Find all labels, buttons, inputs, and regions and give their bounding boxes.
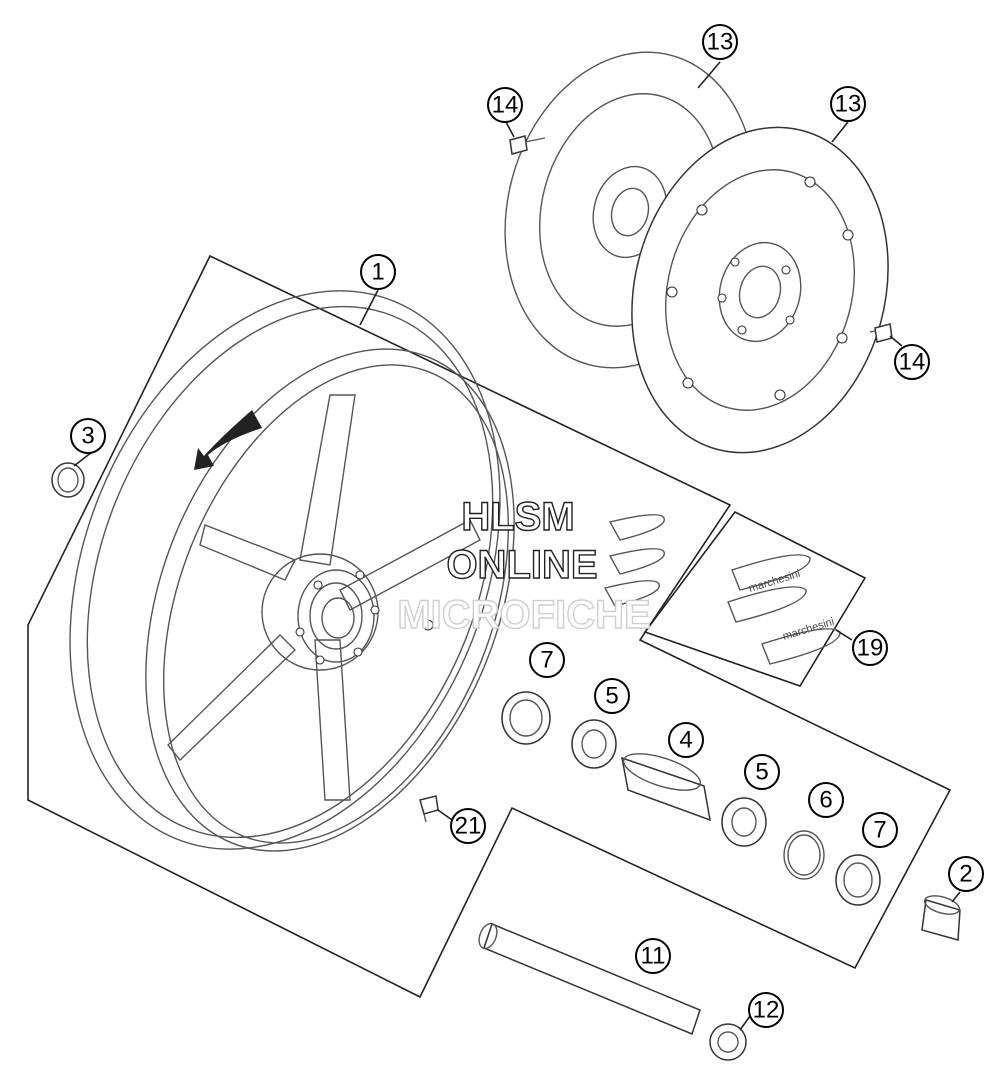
callout-12: 12 <box>748 992 784 1028</box>
callout-3: 3 <box>70 418 106 454</box>
callout-21: 21 <box>450 808 486 844</box>
callout-14-bottom-label: 14 <box>899 349 926 376</box>
callout-4-label: 4 <box>679 727 692 754</box>
callout-11-label: 11 <box>641 943 666 970</box>
callout-7-right: 7 <box>862 812 898 848</box>
callout-13-front-label: 13 <box>835 91 862 118</box>
wheel-assembly-outline <box>27 254 952 999</box>
bearing-5-right <box>721 797 767 847</box>
callout-2-label: 2 <box>959 861 972 888</box>
axle-11 <box>478 922 701 1036</box>
decal-kit-outline <box>643 510 867 687</box>
callout-12-label: 12 <box>753 997 780 1024</box>
callout-2: 2 <box>948 856 984 892</box>
callout-14-bottom: 14 <box>894 344 930 380</box>
callout-13-rear: 13 <box>702 24 738 60</box>
callout-5-left: 5 <box>594 678 630 714</box>
decal-kit: marchesini marchesini <box>603 514 841 665</box>
callout-19: 19 <box>852 630 888 666</box>
callout-5-right-label: 5 <box>755 759 768 786</box>
callout-1: 1 <box>360 254 396 290</box>
callout-7-left-label: 7 <box>540 647 553 674</box>
watermark-line-3: MICROFICHE <box>397 593 650 637</box>
seal-7-right <box>835 854 881 906</box>
front-wheel <box>69 290 515 852</box>
callout-13-front: 13 <box>830 86 866 122</box>
watermark-line-2: ONLINE <box>446 543 597 587</box>
callout-5-right: 5 <box>744 754 780 790</box>
callout-5-left-label: 5 <box>605 683 618 710</box>
distance-tube-4 <box>621 753 711 822</box>
decal-brand-text: marchesini <box>747 568 801 595</box>
bearing-5-left <box>571 719 617 769</box>
callout-11: 11 <box>635 938 671 974</box>
callout-21-label: 21 <box>455 813 482 840</box>
callout-14-top-label: 14 <box>492 92 519 119</box>
rotation-arrow-icon <box>194 410 262 470</box>
callout-6-label: 6 <box>819 787 832 814</box>
callout-19-label: 19 <box>857 635 884 662</box>
spacer-2 <box>921 895 961 941</box>
callout-7-right-label: 7 <box>873 817 886 844</box>
callout-14-top: 14 <box>487 87 523 123</box>
callout-1-label: 1 <box>371 259 384 286</box>
disc-bolt-top <box>509 135 546 155</box>
seal-7-left <box>501 691 551 745</box>
callout-3-label: 3 <box>81 423 94 450</box>
brake-disc-front <box>631 126 889 454</box>
spacer-3 <box>51 462 85 498</box>
watermark-line-1: HLSM <box>461 495 574 539</box>
watermark: HLSM ONLINE MICROFICHE <box>397 494 652 637</box>
callout-7-left: 7 <box>529 642 565 678</box>
circlip-6 <box>783 830 825 880</box>
axle-nut-12 <box>709 1023 747 1061</box>
leader-lines <box>73 61 961 1031</box>
callout-13-rear-label: 13 <box>707 29 734 56</box>
callout-6: 6 <box>808 782 844 818</box>
callout-4: 4 <box>668 722 704 758</box>
valve-21 <box>419 795 439 823</box>
